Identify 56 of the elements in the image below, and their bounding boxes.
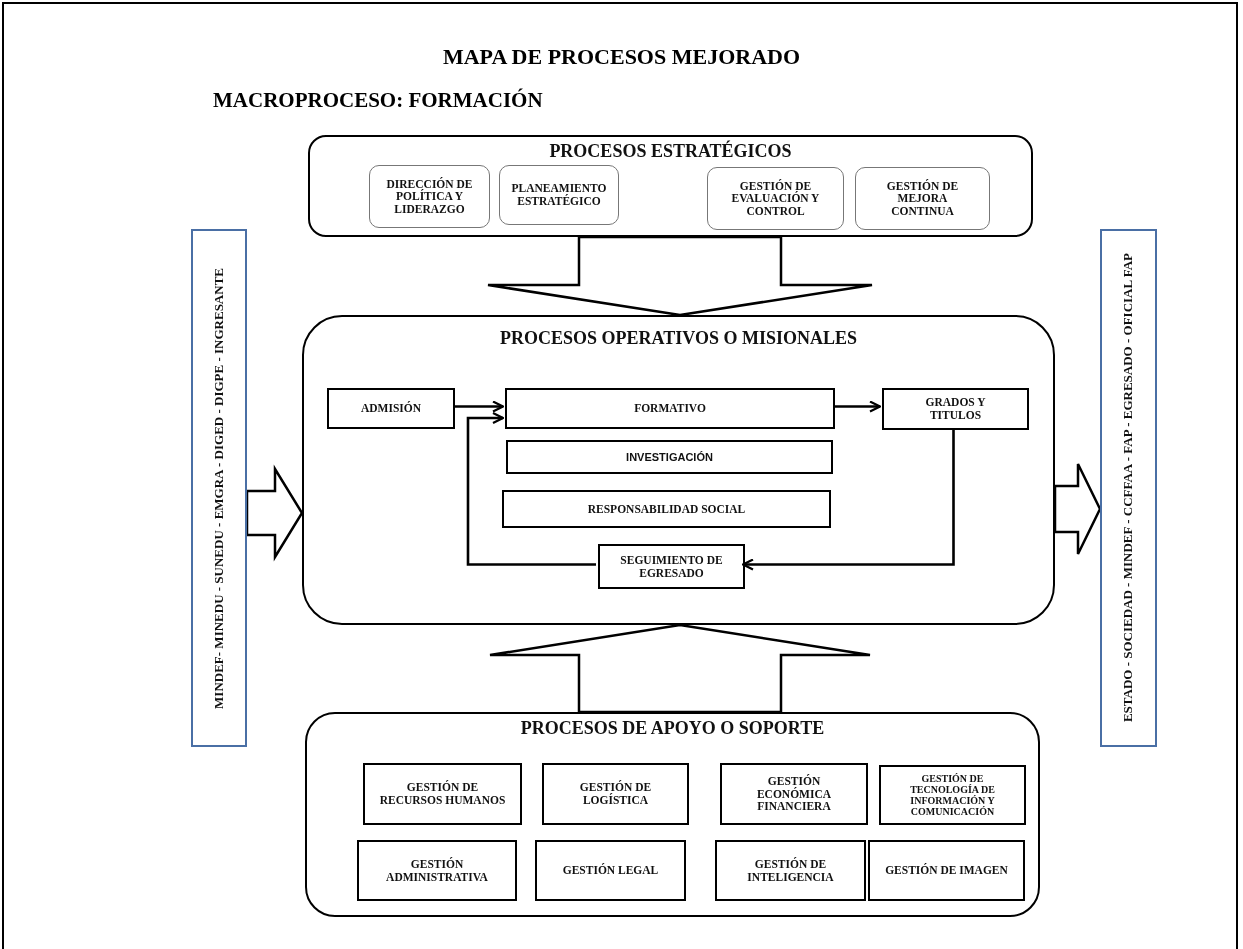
- block-arrow: [488, 623, 872, 714]
- block-arrow: [486, 235, 874, 317]
- process-label: GESTIÓN DE TECNOLOGÍA DE INFORMACIÓN Y COMUNICACIÓN: [909, 773, 996, 817]
- process-box: [357, 840, 517, 901]
- process-label: GESTIÓN DE EVALUACIÓN Y CONTROL: [730, 179, 821, 218]
- stakeholder-list: MINDEF- MINEDU - SUNEDU - EMGRA - DIGED - DIGPE - INGRESANTE: [211, 267, 227, 709]
- process-box: [715, 840, 866, 901]
- arrow: [741, 428, 955, 571]
- diagram-title: MAPA DE PROCESOS MEJORADO: [442, 44, 801, 69]
- process-label: INVESTIGACIÓN: [625, 450, 714, 464]
- block-arrow: [1053, 462, 1102, 556]
- process-box: [369, 165, 490, 228]
- group-heading: PROCESOS DE APOYO O SOPORTE: [520, 719, 825, 739]
- process-label: GESTIÓN ECONÓMICA FINANCIERA: [755, 775, 833, 813]
- process-label: GESTIÓN DE IMAGEN: [884, 864, 1009, 877]
- process-box: [542, 763, 689, 825]
- process-label: GESTIÓN DE LOGÍSTICA: [578, 781, 653, 807]
- process-label: GESTIÓN DE INTELIGENCIA: [746, 857, 835, 884]
- process-label: RESPONSABILIDAD SOCIAL: [586, 502, 747, 516]
- stakeholder-box: [1100, 229, 1157, 747]
- process-box: [855, 167, 990, 230]
- arrow: [453, 400, 505, 413]
- process-box: [882, 388, 1029, 430]
- process-box: [720, 763, 868, 825]
- process-label: ADMISIÓN: [359, 402, 423, 415]
- process-label: GESTIÓN DE MEJORA CONTINUA: [885, 179, 960, 218]
- process-box: [505, 388, 835, 429]
- process-group-panel: [308, 135, 1033, 237]
- process-box: [879, 765, 1026, 825]
- group-heading: PROCESOS ESTRATÉGICOS: [549, 142, 792, 162]
- process-box: [327, 388, 455, 429]
- process-box: [506, 440, 833, 474]
- process-group-panel: [302, 315, 1055, 625]
- process-label: FORMATIVO: [633, 402, 707, 415]
- process-box: [535, 840, 686, 901]
- process-box: [363, 763, 522, 825]
- group-heading: PROCESOS OPERATIVOS O MISIONALES: [500, 329, 857, 349]
- process-box: [868, 840, 1025, 901]
- process-label: DIRECCIÓN DE POLÍTICA Y LIDERAZGO: [385, 177, 474, 216]
- arrow: [833, 400, 882, 413]
- block-arrow: [245, 464, 304, 562]
- process-label: GRADOS Y TITULOS: [924, 396, 987, 422]
- process-box: [598, 544, 745, 589]
- stakeholder-box: [191, 229, 247, 747]
- stakeholder-list: ESTADO - SOCIEDAD - MINDEF - CCFFAA - FAP - EGRESADO - OFICIAL FAP: [1121, 253, 1136, 723]
- process-box: [499, 165, 619, 225]
- process-label: GESTIÓN ADMINISTRATIVA: [385, 857, 489, 884]
- process-group-panel: [305, 712, 1040, 917]
- process-label: PLANEAMIENTO ESTRATÉGICO: [510, 182, 608, 208]
- process-label: GESTIÓN LEGAL: [561, 864, 660, 877]
- process-box: [707, 167, 844, 230]
- subtitle-label: MACROPROCESO: FORMACIÓN: [213, 88, 543, 113]
- process-box: [502, 490, 831, 528]
- process-label: GESTIÓN DE RECURSOS HUMANOS: [378, 781, 507, 807]
- arrow: [466, 411, 596, 566]
- process-label: SEGUIMIENTO DE EGRESADO: [619, 553, 724, 580]
